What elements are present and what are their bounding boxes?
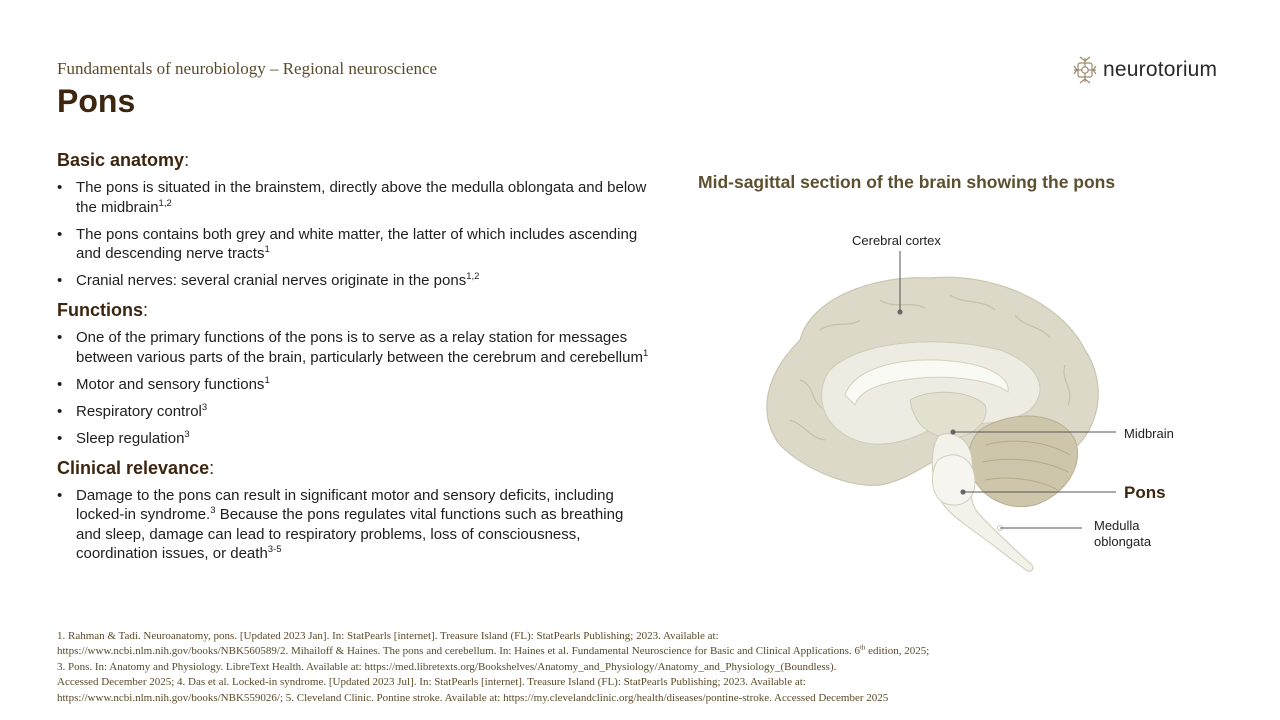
list-item: One of the primary functions of the pons… <box>57 328 652 367</box>
list-item: The pons is situated in the brainstem, d… <box>57 178 652 217</box>
slide-title: Pons <box>57 83 136 119</box>
list-item: Motor and sensory functions1 <box>57 375 652 395</box>
thalamus-region <box>909 391 987 439</box>
figure-title: Mid-sagittal section of the brain showin… <box>698 172 1116 192</box>
section-heading-anatomy: Basic anatomy: <box>57 150 190 170</box>
section-heading-clinical: Clinical relevance: <box>57 457 215 478</box>
content-column: Basic anatomy: The pons is situated in t… <box>57 148 652 571</box>
references: 1. Rahman & Tadi. Neuroanatomy, pons. [U… <box>57 630 930 704</box>
list-item: Sleep regulation3 <box>57 429 652 449</box>
logo-text: neurotorium <box>1103 58 1218 81</box>
list-item: Cranial nerves: several cranial nerves o… <box>57 271 652 291</box>
slide-subtitle: Fundamentals of neurobiology – Regional … <box>57 59 438 78</box>
brain-illustration <box>766 276 1099 572</box>
list-item: Damage to the pons can result in signifi… <box>57 486 652 564</box>
label-pons: Pons <box>1124 483 1166 502</box>
label-medulla-oblongata: Medulla oblongata <box>1094 518 1152 549</box>
brand-logo: neurotorium <box>1072 55 1217 85</box>
label-midbrain: Midbrain <box>1124 426 1174 441</box>
clinical-list: Damage to the pons can result in signifi… <box>57 486 652 564</box>
neuron-logo-icon <box>1073 56 1097 84</box>
cortex-gyri <box>789 294 1071 441</box>
list-item: The pons contains both grey and white ma… <box>57 225 652 264</box>
functions-list: One of the primary functions of the pons… <box>57 328 652 448</box>
label-cerebral-cortex: Cerebral cortex <box>852 233 941 248</box>
section-heading-functions: Functions: <box>57 300 149 320</box>
corpus-callosum <box>844 359 1009 406</box>
list-item: Respiratory control3 <box>57 402 652 422</box>
cerebellum-folia <box>981 440 1071 491</box>
anatomy-list: The pons is situated in the brainstem, d… <box>57 178 652 291</box>
